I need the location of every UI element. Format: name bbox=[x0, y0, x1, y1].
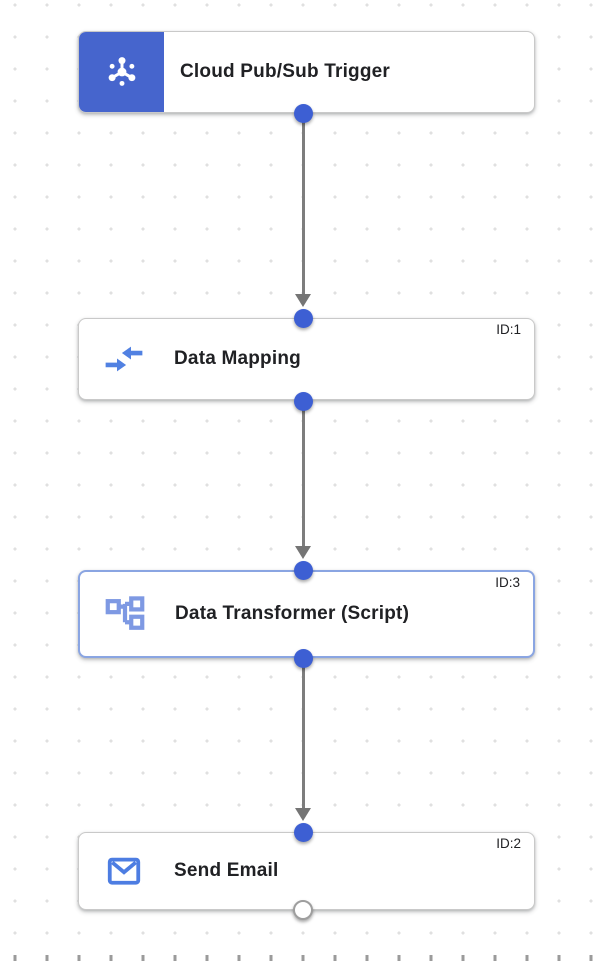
data-mapping-icon bbox=[105, 346, 143, 372]
port-out-send-email-open[interactable] bbox=[293, 900, 313, 920]
send-email-icon bbox=[107, 857, 141, 885]
node-title: Send Email bbox=[174, 860, 279, 881]
connector-line bbox=[301, 113, 305, 296]
node-data-transformer-script[interactable]: ID:3 Data Transformer (Script) bbox=[78, 570, 535, 658]
node-title: Data Mapping bbox=[174, 348, 301, 369]
arrow-down-icon bbox=[295, 546, 311, 559]
node-id-badge: ID:3 bbox=[495, 575, 520, 590]
arrow-down-icon bbox=[295, 294, 311, 307]
node-data-mapping[interactable]: ID:1 Data Mapping bbox=[78, 318, 535, 400]
trigger-icon-tile bbox=[79, 32, 164, 112]
connector-line bbox=[301, 401, 305, 547]
task-icon-box bbox=[102, 849, 146, 893]
port-in-send-email[interactable] bbox=[293, 822, 313, 842]
node-title: Data Transformer (Script) bbox=[175, 603, 410, 624]
connector-line bbox=[301, 658, 305, 809]
task-icon-box bbox=[103, 592, 147, 636]
port-out-trigger[interactable] bbox=[293, 103, 313, 123]
node-id-badge: ID:1 bbox=[496, 322, 521, 337]
port-out-data-mapping[interactable] bbox=[293, 391, 313, 411]
node-title: Cloud Pub/Sub Trigger bbox=[180, 61, 391, 82]
task-icon-box bbox=[102, 337, 146, 381]
node-cloud-pubsub-trigger[interactable]: Cloud Pub/Sub Trigger bbox=[78, 31, 535, 113]
node-send-email[interactable]: ID:2 Send Email bbox=[78, 832, 535, 910]
data-transformer-icon bbox=[105, 596, 145, 630]
pubsub-trigger-icon bbox=[108, 57, 135, 86]
arrow-down-icon bbox=[295, 808, 311, 821]
port-out-data-transformer[interactable] bbox=[293, 648, 313, 668]
port-in-data-mapping[interactable] bbox=[293, 308, 313, 328]
node-id-badge: ID:2 bbox=[496, 836, 521, 851]
canvas-bottom-edge-dots bbox=[0, 955, 612, 961]
port-in-data-transformer[interactable] bbox=[293, 560, 313, 580]
